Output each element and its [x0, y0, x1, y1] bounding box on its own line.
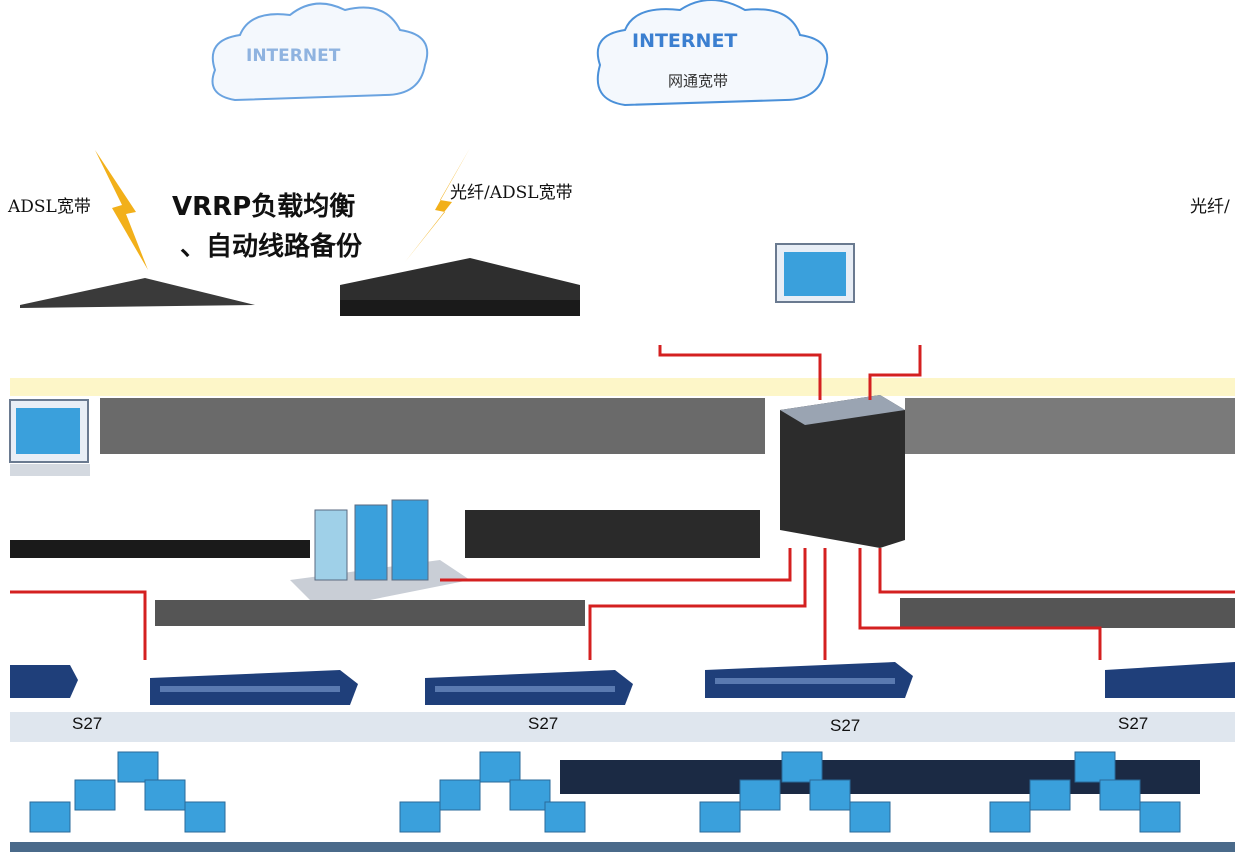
- access-switch-2: [425, 670, 633, 705]
- pc-top-right: [775, 243, 855, 303]
- switch-label: S27: [72, 714, 103, 733]
- link-label-fiber-mid: 光纤/ADSL宽带: [450, 183, 573, 203]
- router-left: [20, 278, 255, 308]
- bottom-edge: [10, 842, 1235, 852]
- cloud-left: [211, 2, 429, 102]
- diagram-title-line1: VRRP负载均衡: [172, 192, 356, 222]
- diagram-title-line2: 、自动线路备份: [180, 232, 363, 262]
- lightning-bolt-left: [95, 150, 148, 270]
- cloud-right: [596, 0, 829, 107]
- access-switch-3: [705, 662, 913, 698]
- access-switch-4: [1105, 662, 1235, 698]
- cloud-right-label: INTERNET: [632, 30, 738, 52]
- cloud-right-sublabel: 网通宽带: [668, 72, 729, 90]
- server-cluster: [290, 499, 470, 610]
- mid-band-2: [900, 598, 1235, 628]
- lightning-bolt-mid: [405, 148, 470, 262]
- switch-label: S27: [1118, 714, 1149, 733]
- switch-label: S27: [830, 716, 861, 735]
- access-switch-0: [10, 665, 78, 698]
- client-cluster-1: [29, 751, 226, 833]
- backbone-band-right: [905, 398, 1235, 454]
- lower-band: [10, 712, 1235, 742]
- client-cluster-2: [399, 751, 586, 833]
- mid-band: [155, 600, 585, 626]
- link-label-fiber-right: 光纤/: [1190, 197, 1230, 217]
- backbone-band: [100, 398, 765, 454]
- link-label-adsl-left: ADSL宽带: [8, 197, 91, 217]
- core-switch: [780, 395, 905, 548]
- dark-band: [10, 540, 310, 558]
- switch-label: S27: [528, 714, 559, 733]
- yellow-band: [10, 378, 1235, 396]
- router-right: [340, 258, 580, 316]
- dark-band-2: [465, 510, 760, 558]
- cables: [10, 345, 1235, 660]
- client-cluster-4: [989, 751, 1181, 833]
- pc-left: [9, 399, 90, 476]
- access-switch-1: [150, 670, 358, 705]
- cloud-left-label: INTERNET: [246, 46, 341, 66]
- client-cluster-3: [699, 751, 891, 833]
